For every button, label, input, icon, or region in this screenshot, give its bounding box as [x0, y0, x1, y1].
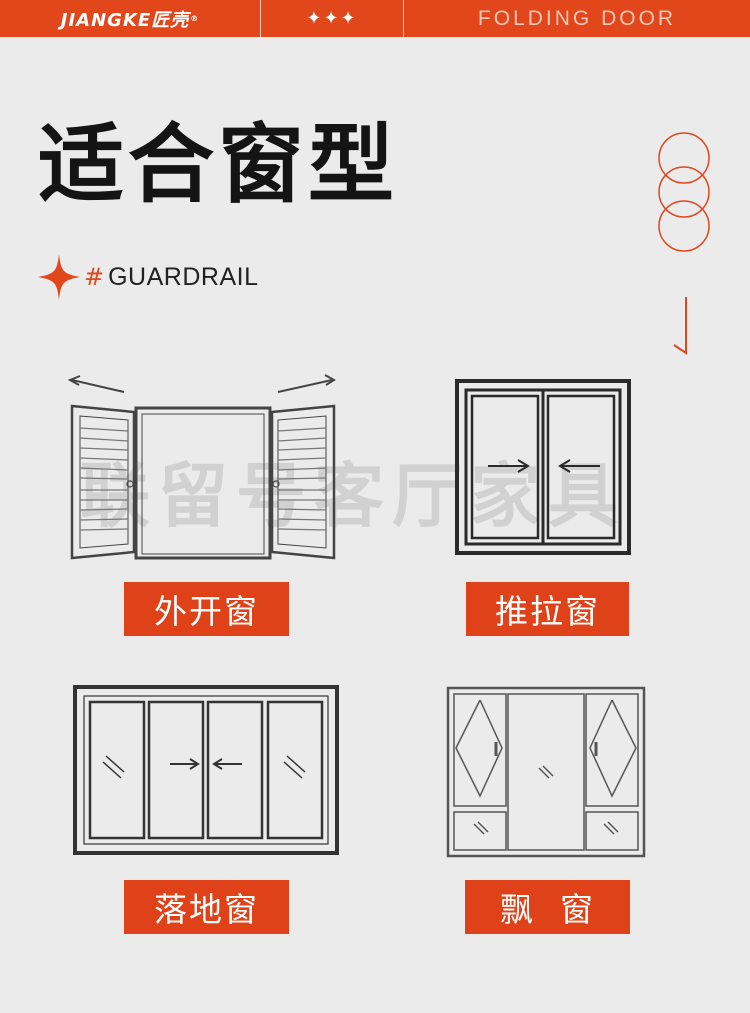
hash-symbol: #	[84, 263, 105, 291]
subtitle-text: GUARDRAIL	[108, 262, 259, 291]
watermark: 联留号客厅家具	[80, 455, 626, 537]
page-title: 适合窗型	[38, 115, 398, 215]
decorative-tick-icon	[673, 297, 687, 355]
decorative-stars: ✦✦✦	[261, 0, 404, 37]
header-tagline: FOLDING DOOR	[477, 6, 677, 30]
bay-window-icon	[446, 686, 646, 858]
brand-name: JIANGKE匠壳	[60, 9, 190, 31]
four-point-star-icon	[38, 254, 80, 300]
window-label-bay: 飘 窗	[465, 880, 630, 934]
top-bar: JIANGKE匠壳® ✦✦✦ FOLDING DOOR	[0, 0, 750, 37]
casement-window-icon	[67, 374, 336, 560]
window-label-floor: 落地窗	[124, 880, 289, 934]
window-label-sliding: 推拉窗	[466, 582, 629, 636]
brand-logo: JIANGKE匠壳®	[0, 0, 261, 37]
window-label-casement: 外开窗	[124, 582, 289, 636]
sliding-window-icon	[455, 379, 631, 555]
decorative-rings-icon	[658, 132, 710, 252]
brand-registered-mark: ®	[190, 14, 200, 23]
subtitle: # GUARDRAIL	[38, 254, 258, 300]
floor-window-icon	[73, 685, 339, 855]
